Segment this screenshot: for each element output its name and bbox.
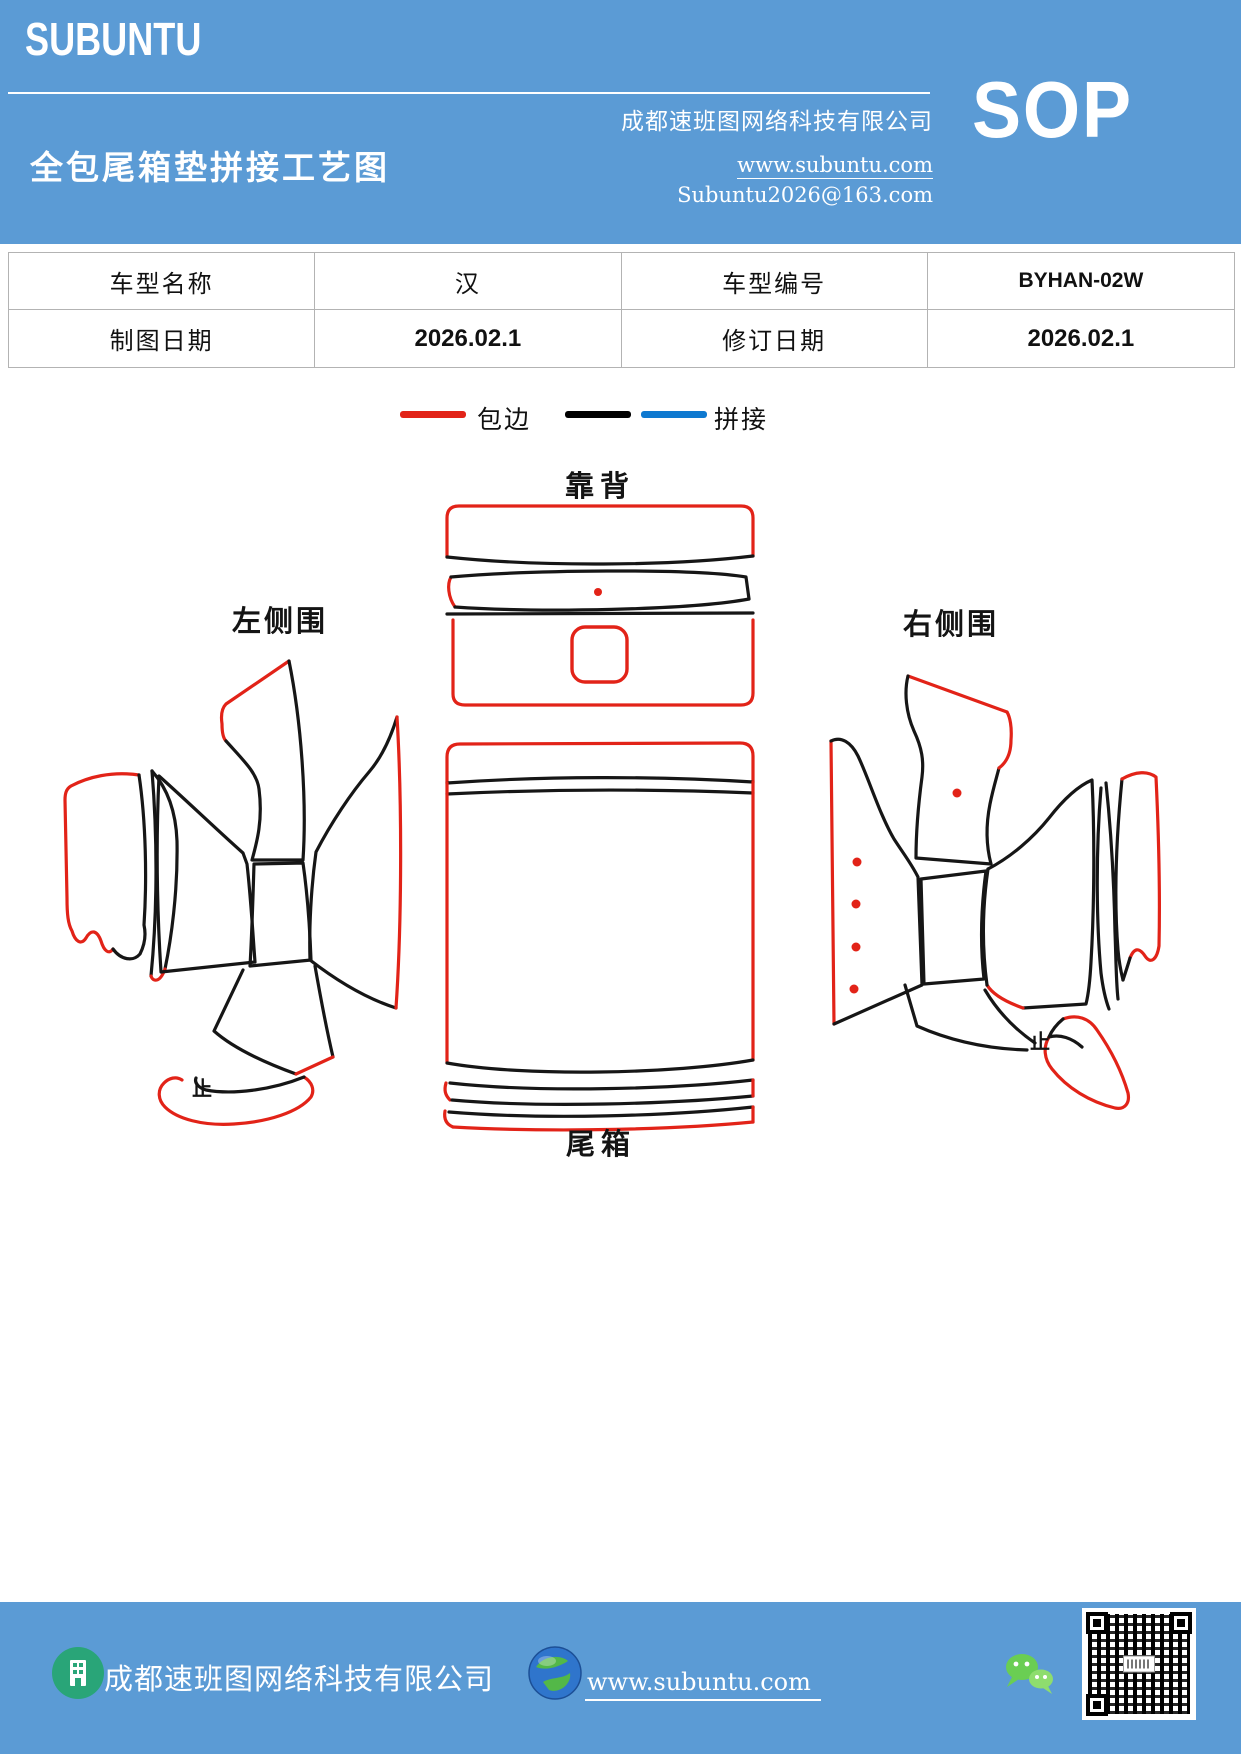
table-cell-revise-date-value: 2026.02.1 (1027, 324, 1135, 352)
table-cell-model-code-value: BYHAN-02W (927, 253, 1234, 310)
left-side-pieces (63, 659, 403, 1126)
splice-line-blue-swatch (641, 411, 707, 418)
website-link[interactable]: www.subuntu.com (737, 153, 933, 179)
email-address: Subuntu2026@163.com (677, 183, 933, 207)
vehicle-info-table: 车型名称 汉 车型编号 BYHAN-02W 制图日期 2026.02.1 修订日… (8, 252, 1235, 368)
label-stop-right: 止 (1030, 1031, 1050, 1054)
splice-line-label: 拼接 (714, 407, 769, 434)
table-cell-model-name-label: 车型名称 (9, 253, 316, 310)
qr-code (1082, 1608, 1196, 1720)
page-title: 全包尾箱垫拼接工艺图 (30, 151, 390, 187)
wechat-icon (1002, 1648, 1058, 1698)
globe-icon (528, 1646, 582, 1700)
alignment-dot (952, 788, 962, 798)
company-name: 成都速班图网络科技有限公司 (621, 109, 933, 134)
header-divider (8, 92, 930, 94)
trunk-main-piece (443, 741, 755, 1132)
splice-line-black-swatch (565, 411, 631, 418)
alignment-dot (594, 588, 602, 596)
table-cell-draw-date-label: 制图日期 (9, 310, 316, 367)
building-icon (51, 1646, 105, 1700)
line-legend: 包边 拼接 (0, 398, 1241, 438)
alignment-dot (849, 984, 859, 994)
right-side-pieces (829, 674, 1161, 1110)
alignment-dot (852, 857, 862, 867)
header-band: SUBUNTU 成都速班图网络科技有限公司 全包尾箱垫拼接工艺图 www.sub… (0, 0, 1241, 244)
trunk-mat-diagram (63, 504, 1161, 1132)
qr-finder-top-left (1086, 1612, 1108, 1634)
alignment-dot (851, 942, 861, 952)
footer-website-link[interactable]: www.subuntu.com (585, 1668, 821, 1701)
label-stop-left: 止 (192, 1078, 212, 1101)
qr-finder-bottom-left (1086, 1694, 1108, 1716)
table-cell-draw-date-value: 2026.02.1 (315, 310, 622, 367)
qr-center-chip (1123, 1655, 1155, 1673)
label-right-side: 右侧围 (902, 609, 1000, 641)
table-cell-model-code-label: 车型编号 (621, 253, 928, 310)
qr-finder-top-right (1170, 1612, 1192, 1634)
wrap-line-swatch (400, 411, 466, 418)
footer-company-name: 成都速班图网络科技有限公司 (104, 1664, 495, 1696)
sop-badge: SOP (972, 65, 1133, 154)
label-trunk: 尾箱 (565, 1129, 637, 1161)
table-cell-model-name-value: 汉 (315, 253, 622, 310)
table-cell-revise-date-label: 修订日期 (622, 310, 928, 367)
label-left-side: 左侧围 (231, 606, 329, 638)
backrest-pieces (445, 504, 755, 707)
brand-logo: SUBUNTU (25, 14, 202, 66)
alignment-dot (851, 899, 861, 909)
label-backrest: 靠背 (564, 471, 636, 503)
wrap-line-label: 包边 (477, 407, 532, 434)
latch-cutout (570, 625, 629, 684)
